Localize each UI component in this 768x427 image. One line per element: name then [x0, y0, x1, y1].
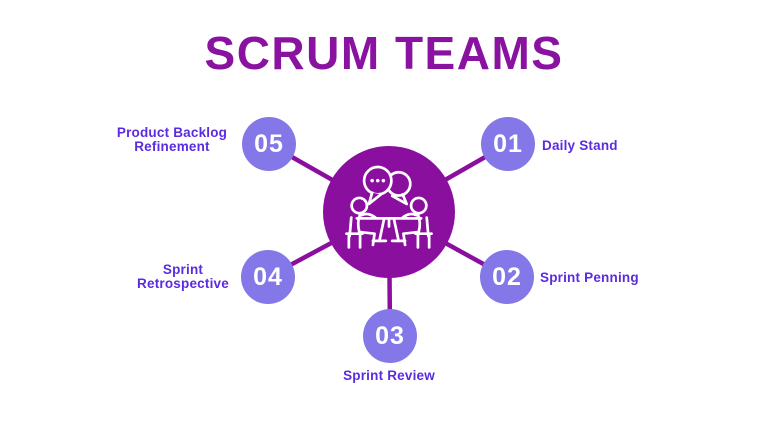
node-02-number: 02 — [492, 262, 522, 291]
node-03-circle: 03 — [363, 309, 417, 363]
center-hub — [323, 146, 455, 278]
node-05-circle: 05 — [242, 117, 296, 171]
node-01-circle: 01 — [481, 117, 535, 171]
node-04-circle: 04 — [241, 250, 295, 304]
node-05-label: Product Backlog Refinement — [116, 125, 228, 155]
node-02-circle: 02 — [480, 250, 534, 304]
node-04-number: 04 — [253, 262, 283, 291]
node-03-number: 03 — [375, 321, 405, 350]
node-04-label: Sprint Retrospective — [137, 262, 229, 292]
node-01-label: Daily Stand — [542, 138, 618, 153]
node-05-number: 05 — [254, 129, 284, 158]
page-title: SCRUM TEAMS — [204, 27, 564, 79]
node-02-label: Sprint Penning — [540, 270, 639, 285]
node-03-label: Sprint Review — [343, 368, 435, 383]
node-01-number: 01 — [493, 129, 523, 158]
meeting-discussion-icon — [345, 165, 433, 249]
